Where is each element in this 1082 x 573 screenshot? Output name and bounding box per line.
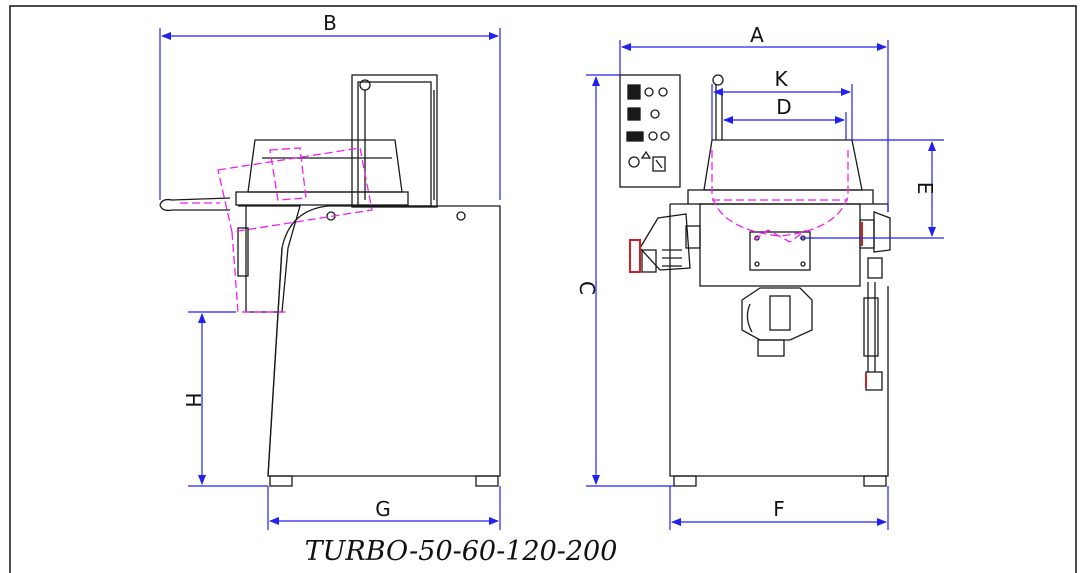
dimension-label-f: F [773, 497, 785, 521]
front-view-dimensions [586, 40, 944, 530]
dimension-label-c: C [575, 281, 599, 295]
front-view-hidden-bowl [711, 150, 849, 243]
side-view-tilted-position [180, 147, 373, 313]
drawing-border [9, 5, 1077, 573]
dimension-label-a: A [750, 23, 764, 47]
front-view [619, 74, 891, 487]
drawing-title: TURBO-50-60-120-200 [304, 536, 618, 567]
dimension-label-k: K [774, 67, 788, 91]
dimension-label-d: D [776, 95, 791, 119]
side-view-dimensions [159, 28, 501, 530]
front-view-red-accents [629, 222, 867, 388]
dimension-label-h: H [181, 392, 205, 407]
side-view [159, 74, 501, 487]
control-panel [619, 74, 681, 188]
dimension-label-g: G [375, 497, 391, 521]
dimension-label-b: B [323, 11, 337, 35]
mixing-drum [699, 203, 861, 287]
dimension-label-e: E [913, 182, 937, 195]
